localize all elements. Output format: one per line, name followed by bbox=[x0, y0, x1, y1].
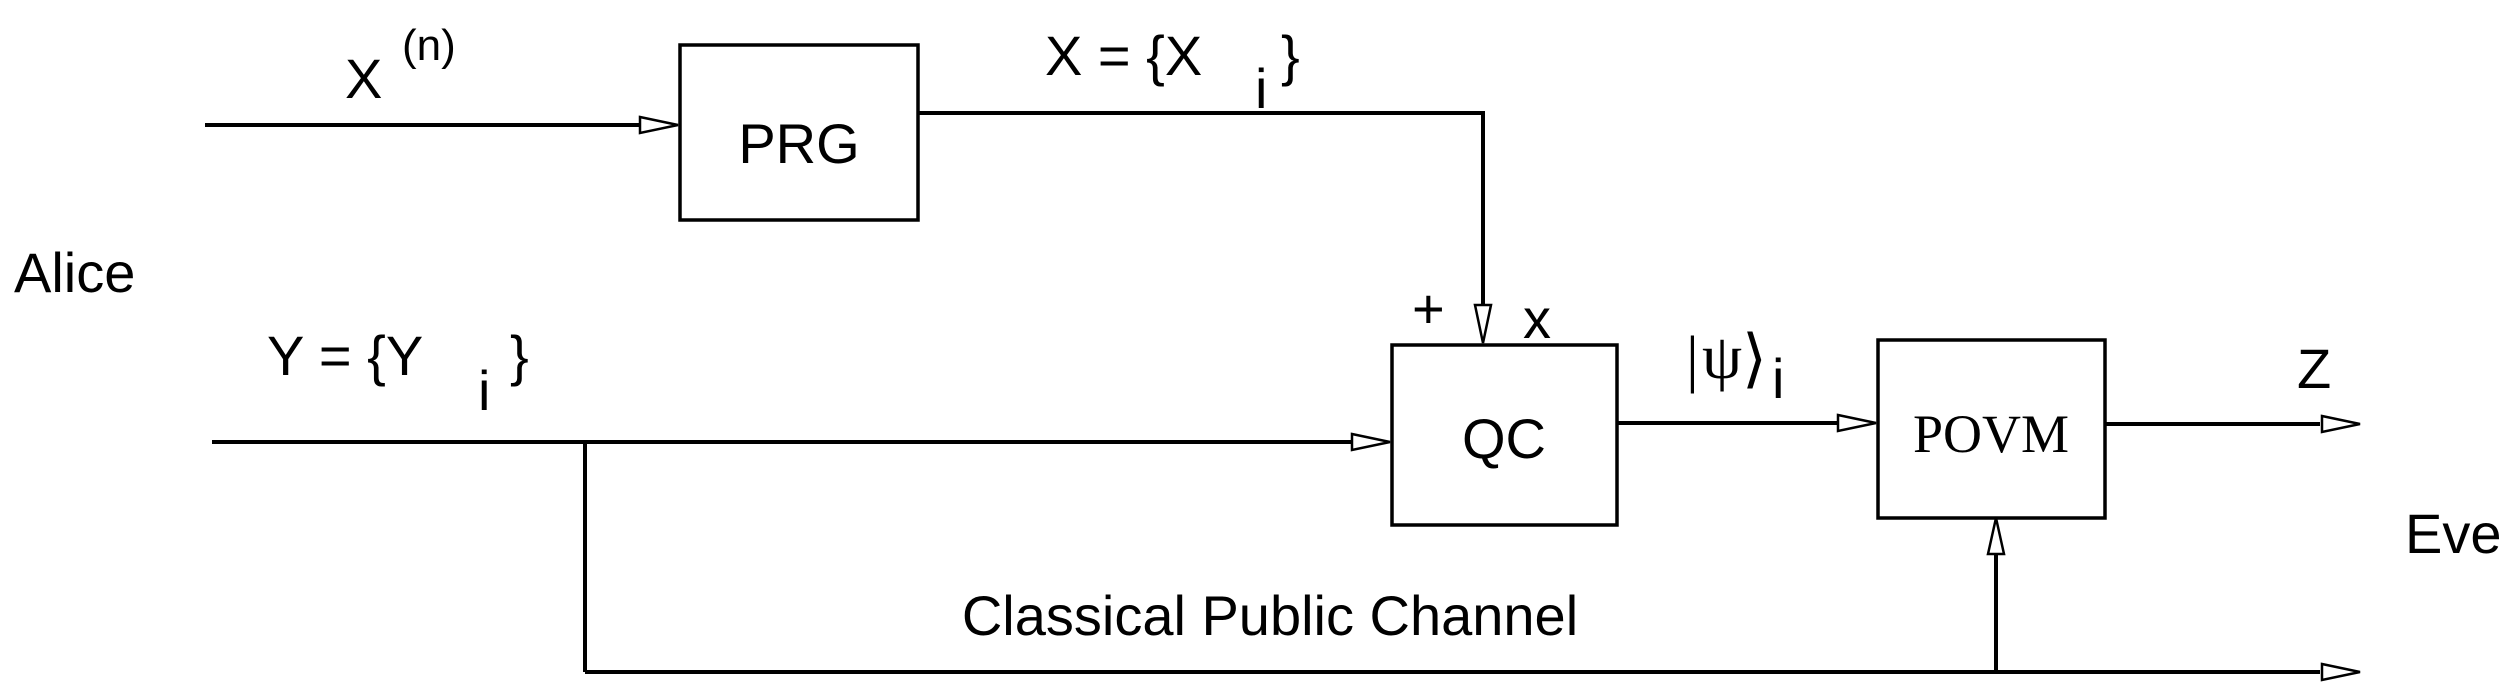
y-set-close: } bbox=[510, 324, 529, 387]
arrowhead-qc-left bbox=[1350, 432, 1391, 452]
povm-label: POVM bbox=[1913, 404, 2069, 464]
y-set-subscript: i bbox=[478, 359, 490, 422]
plus-label: + bbox=[1412, 277, 1445, 340]
povm-box: POVM bbox=[1876, 338, 2107, 520]
arrowhead-povm-bottom bbox=[1986, 517, 2006, 556]
psi-angle: ⟩ bbox=[1742, 323, 1767, 394]
eve-label: Eve bbox=[2405, 502, 2502, 565]
arrowhead-povm-left bbox=[1836, 413, 1877, 433]
z-label: Z bbox=[2297, 337, 2331, 400]
xn-label: X bbox=[345, 47, 382, 110]
prg-box: PRG bbox=[678, 43, 920, 222]
classical-channel-label: Classical Public Channel bbox=[962, 584, 1578, 647]
psi-symbol: ψ bbox=[1702, 321, 1742, 392]
psi-subscript: i bbox=[1772, 347, 1784, 410]
psi-bar: | bbox=[1686, 323, 1699, 394]
x-set-subscript: i bbox=[1255, 57, 1267, 120]
arrowhead-channel-output bbox=[2320, 662, 2361, 682]
x-input-label: x bbox=[1523, 287, 1551, 350]
xn-superscript: (n) bbox=[402, 21, 456, 70]
x-set-close: } bbox=[1281, 24, 1300, 87]
arrowhead-qc-top bbox=[1473, 303, 1493, 344]
x-set-label: X = {X bbox=[1045, 24, 1202, 87]
alice-label: Alice bbox=[14, 241, 135, 304]
y-set-label: Y = {Y bbox=[267, 324, 423, 387]
wire-prg-to-qc bbox=[918, 111, 1485, 312]
prg-label: PRG bbox=[738, 112, 859, 175]
arrowhead-prg-input bbox=[638, 115, 679, 135]
qc-label: QC bbox=[1462, 407, 1546, 470]
qc-box: QC bbox=[1390, 343, 1619, 527]
arrowhead-z-output bbox=[2320, 414, 2361, 434]
